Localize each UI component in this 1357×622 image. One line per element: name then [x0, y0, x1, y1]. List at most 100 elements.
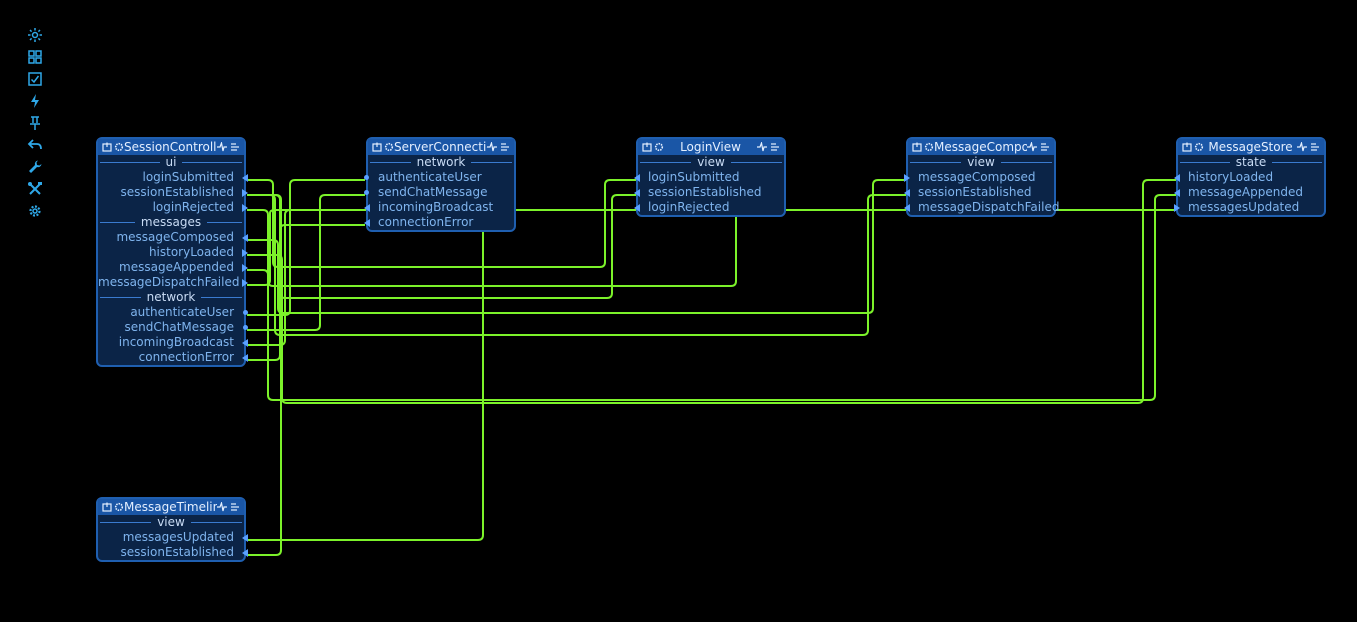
- wire-incoming-broadcast: [247, 209, 365, 346]
- wrench-icon: [29, 160, 42, 173]
- node-header[interactable]: LoginView: [638, 139, 784, 155]
- node-header[interactable]: SessionController: [98, 139, 244, 155]
- port-in-icon[interactable]: [904, 204, 910, 212]
- port-dot-icon[interactable]: [364, 190, 369, 195]
- grid-icon: [28, 50, 42, 64]
- node-header[interactable]: MessageComposer: [908, 139, 1054, 155]
- box-icon: [912, 142, 922, 152]
- port-authenticate-user[interactable]: authenticateUser: [98, 305, 248, 320]
- gear-icon: [924, 142, 934, 152]
- port-dot-icon[interactable]: [364, 175, 369, 180]
- port-dot-icon[interactable]: [243, 310, 248, 315]
- port-dot-icon[interactable]: [243, 325, 248, 330]
- port-messages-updated[interactable]: messagesUpdated: [98, 530, 248, 545]
- port-login-rejected[interactable]: loginRejected: [634, 200, 784, 215]
- port-login-submitted[interactable]: loginSubmitted: [98, 170, 248, 185]
- wire-message-composed: [247, 179, 907, 314]
- group-view: view: [638, 155, 784, 170]
- gear-icon: [114, 142, 124, 152]
- box-icon: [1182, 142, 1192, 152]
- port-session-established[interactable]: sessionEstablished: [904, 185, 1054, 200]
- port-out-icon[interactable]: [904, 174, 910, 182]
- port-message-dispatch-failed[interactable]: messageDispatchFailed: [904, 200, 1059, 215]
- port-in-icon[interactable]: [904, 189, 910, 197]
- port-out-icon[interactable]: [242, 189, 248, 197]
- group-messages: messages: [98, 215, 244, 230]
- port-out-icon[interactable]: [242, 249, 248, 257]
- list-icon: [771, 143, 779, 151]
- port-session-established[interactable]: sessionEstablished: [98, 545, 248, 560]
- port-in-icon[interactable]: [634, 204, 640, 212]
- port-in-icon[interactable]: [242, 354, 248, 362]
- node-server-connection[interactable]: ServerConnection network authenticateUse…: [364, 137, 516, 232]
- group-network: network: [368, 155, 514, 170]
- wire-composer-session-established: [247, 194, 907, 336]
- port-out-icon[interactable]: [242, 279, 248, 287]
- port-session-established[interactable]: sessionEstablished: [634, 185, 784, 200]
- wire-send-chat-message: [247, 194, 365, 331]
- list-icon: [501, 143, 509, 151]
- port-incoming-broadcast[interactable]: incomingBroadcast: [364, 200, 514, 215]
- toolbar-checkbox[interactable]: [24, 68, 46, 90]
- activity-icon: [217, 502, 227, 512]
- port-in-icon[interactable]: [242, 174, 248, 182]
- toolbar-wrench[interactable]: [24, 156, 46, 178]
- node-session-controller[interactable]: SessionController ui loginSubmitted sess…: [96, 137, 248, 367]
- port-in-icon[interactable]: [242, 549, 248, 557]
- toolbar-lightning[interactable]: [24, 90, 46, 112]
- toolbar-gear[interactable]: [24, 200, 46, 222]
- port-login-rejected[interactable]: loginRejected: [98, 200, 248, 215]
- node-message-composer[interactable]: MessageComposer view messageComposed ses…: [904, 137, 1059, 217]
- toolbar-undo[interactable]: [24, 134, 46, 156]
- group-state: state: [1178, 155, 1324, 170]
- port-incoming-broadcast[interactable]: incomingBroadcast: [98, 335, 248, 350]
- port-in-icon[interactable]: [242, 234, 248, 242]
- list-icon: [231, 143, 239, 151]
- port-messages-updated[interactable]: messagesUpdated: [1174, 200, 1324, 215]
- port-authenticate-user[interactable]: authenticateUser: [364, 170, 514, 185]
- port-history-loaded[interactable]: historyLoaded: [98, 245, 248, 260]
- toolbar-pin[interactable]: [24, 112, 46, 134]
- node-login-view[interactable]: LoginView view loginSubmitted sessionEst…: [634, 137, 786, 217]
- port-login-submitted[interactable]: loginSubmitted: [634, 170, 784, 185]
- port-message-dispatch-failed[interactable]: messageDispatchFailed: [98, 275, 248, 290]
- node-header[interactable]: MessageStore: [1178, 139, 1324, 155]
- toolbar-tools[interactable]: [24, 178, 46, 200]
- port-in-icon[interactable]: [1174, 174, 1180, 182]
- port-in-icon[interactable]: [1174, 189, 1180, 197]
- port-message-composed[interactable]: messageComposed: [98, 230, 248, 245]
- port-in-icon[interactable]: [634, 189, 640, 197]
- port-connection-error[interactable]: connectionError: [364, 215, 514, 230]
- node-message-timeline[interactable]: MessageTimeline view messagesUpdated ses…: [96, 497, 248, 562]
- port-connection-error[interactable]: connectionError: [98, 350, 248, 365]
- node-title: MessageStore: [1208, 140, 1293, 154]
- port-out-icon[interactable]: [1174, 204, 1180, 212]
- port-in-icon[interactable]: [364, 204, 370, 212]
- checkbox-icon: [28, 72, 42, 86]
- port-message-appended[interactable]: messageAppended: [1174, 185, 1324, 200]
- port-message-appended[interactable]: messageAppended: [98, 260, 248, 275]
- toolbar-sun[interactable]: [24, 24, 46, 46]
- port-in-icon[interactable]: [242, 534, 248, 542]
- port-session-established[interactable]: sessionEstablished: [98, 185, 248, 200]
- group-ui: ui: [98, 155, 244, 170]
- group-view: view: [908, 155, 1054, 170]
- gear-icon: [384, 142, 394, 152]
- node-message-store[interactable]: MessageStore state historyLoaded message…: [1174, 137, 1326, 217]
- toolbar-grid[interactable]: [24, 46, 46, 68]
- port-send-chat-message[interactable]: sendChatMessage: [98, 320, 248, 335]
- port-out-icon[interactable]: [242, 264, 248, 272]
- port-history-loaded[interactable]: historyLoaded: [1174, 170, 1324, 185]
- node-header[interactable]: ServerConnection: [368, 139, 514, 155]
- wire-authenticate-user: [247, 179, 365, 316]
- port-in-icon[interactable]: [364, 219, 370, 227]
- port-in-icon[interactable]: [242, 339, 248, 347]
- port-send-chat-message[interactable]: sendChatMessage: [364, 185, 514, 200]
- port-out-icon[interactable]: [242, 204, 248, 212]
- activity-icon: [1297, 142, 1307, 152]
- node-header[interactable]: MessageTimeline: [98, 499, 244, 515]
- port-in-icon[interactable]: [634, 174, 640, 182]
- group-network: network: [98, 290, 244, 305]
- port-message-composed[interactable]: messageComposed: [904, 170, 1054, 185]
- node-title: LoginView: [680, 140, 741, 154]
